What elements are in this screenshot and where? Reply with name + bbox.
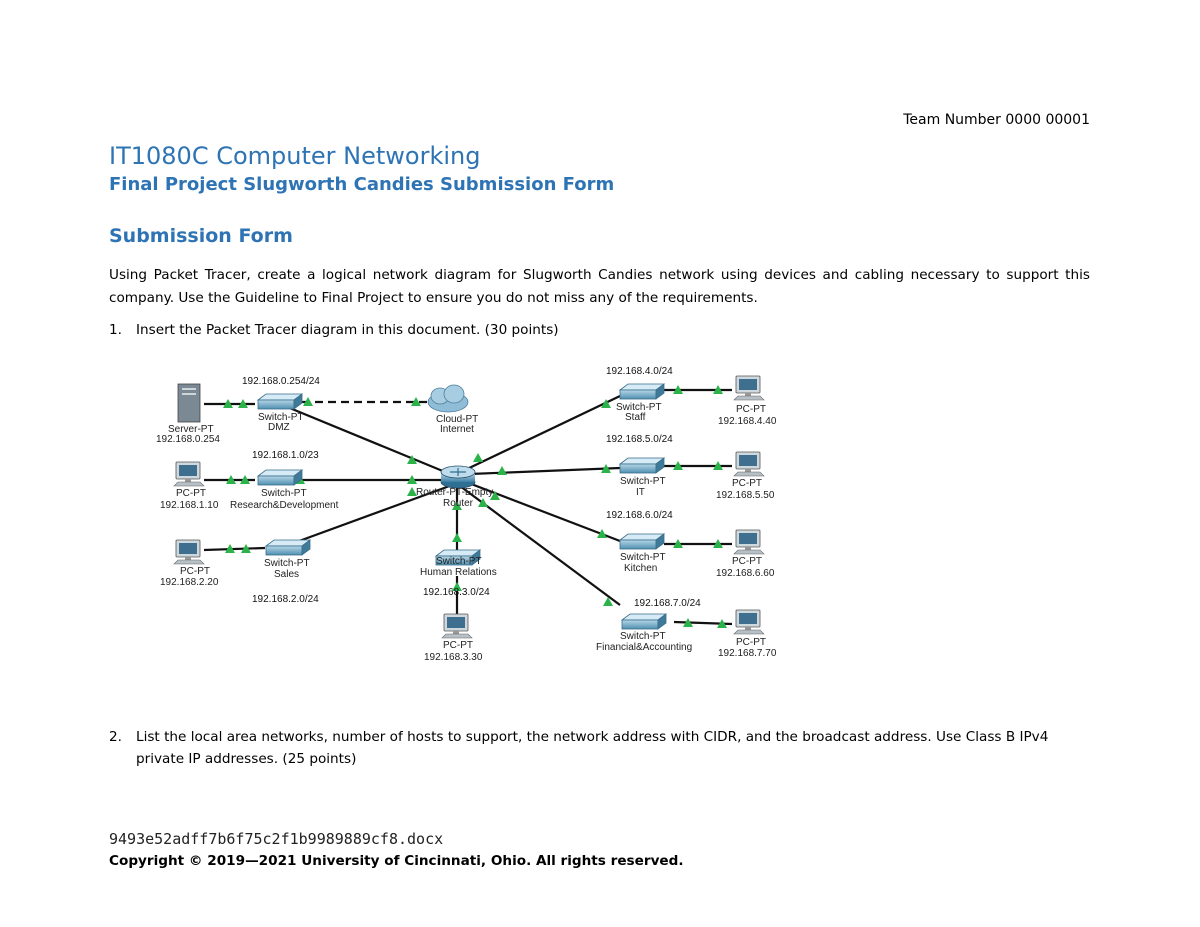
pc-rd-icon	[173, 461, 205, 487]
pc-kitchen-ip: 192.168.6.60	[716, 568, 775, 579]
router-icon	[440, 465, 476, 489]
server-icon	[177, 383, 201, 423]
list-item-number: 1.	[109, 322, 122, 338]
switch-rd-label: Research&Development	[230, 500, 339, 511]
pc-sales-type: PC-PT	[180, 566, 210, 577]
switch-hr-label: Human Relations	[420, 567, 497, 578]
cloud-label: Internet	[440, 424, 474, 435]
switch-it-icon	[619, 457, 665, 474]
switch-rd-icon	[257, 469, 303, 486]
cloud-icon	[427, 384, 469, 413]
server-ip: 192.168.0.254	[156, 434, 220, 445]
switch-fin-type: Switch-PT	[620, 631, 666, 642]
pc-it-ip: 192.168.5.50	[716, 490, 775, 501]
list-item: 2. List the local area networks, number …	[109, 726, 1089, 772]
switch-dmz-icon	[257, 393, 303, 410]
switch-staff-type: Switch-PT	[616, 402, 662, 413]
switch-kitchen-type: Switch-PT	[620, 552, 666, 563]
list-item: 1. Insert the Packet Tracer diagram in t…	[109, 319, 1089, 343]
document-filename: 9493e52adff7b6f75c2f1b9989889cf8.docx	[109, 830, 444, 848]
network-staff: 192.168.4.0/24	[606, 366, 673, 377]
switch-dmz-label: DMZ	[268, 422, 290, 433]
router-name: Router-PT-Empty	[416, 487, 493, 498]
pc-hr-icon	[441, 613, 473, 639]
intro-paragraph: Using Packet Tracer, create a logical ne…	[109, 267, 1090, 306]
switch-kitchen-icon	[619, 533, 665, 550]
server-type: Server-PT	[168, 424, 214, 435]
network-rd: 192.168.1.0/23	[252, 450, 319, 461]
switch-sales-type: Switch-PT	[264, 558, 310, 569]
pc-staff-icon	[733, 375, 765, 401]
list-item-text: List the local area networks, number of …	[136, 729, 1049, 767]
switch-kitchen-label: Kitchen	[624, 563, 657, 574]
pc-sales-ip: 192.168.2.20	[160, 577, 219, 588]
pc-sales-icon	[173, 539, 205, 565]
pc-rd-ip: 192.168.1.10	[160, 500, 219, 511]
router-label: Router	[443, 498, 474, 509]
pc-fin-ip: 192.168.7.70	[718, 648, 777, 659]
pc-rd-type: PC-PT	[176, 488, 206, 499]
project-title: Final Project Slugworth Candies Submissi…	[109, 174, 615, 195]
team-number: Team Number 0000 00001	[903, 112, 1090, 128]
section-heading: Submission Form	[109, 225, 293, 247]
switch-it-type: Switch-PT	[620, 476, 666, 487]
switch-it-label: IT	[636, 487, 645, 498]
network-diagram: Server-PT 192.168.0.254 Switch-PT DMZ 19…	[156, 366, 777, 663]
network-hr: 192.168.3.0/24	[423, 587, 490, 598]
pc-staff-ip: 192.168.4.40	[718, 416, 777, 427]
network-it: 192.168.5.0/24	[606, 434, 673, 445]
switch-staff-icon	[619, 383, 665, 400]
pc-kitchen-type: PC-PT	[732, 556, 762, 567]
switch-rd-type: Switch-PT	[261, 488, 307, 499]
network-dmz: 192.168.0.254/24	[242, 376, 320, 387]
switch-fin-label: Financial&Accounting	[596, 642, 692, 653]
pc-staff-type: PC-PT	[736, 404, 766, 415]
pc-hr-ip: 192.168.3.30	[424, 652, 483, 663]
list-item-number: 2.	[109, 729, 122, 745]
cloud-type: Cloud-PT	[436, 414, 478, 425]
copyright: Copyright © 2019—2021 University of Cinc…	[109, 853, 684, 869]
pc-hr-type: PC-PT	[443, 640, 473, 651]
switch-sales-icon	[265, 539, 311, 556]
pc-fin-type: PC-PT	[736, 637, 766, 648]
pc-kitchen-icon	[733, 529, 765, 555]
list-item-text: Insert the Packet Tracer diagram in this…	[136, 322, 559, 338]
pc-it-type: PC-PT	[732, 478, 762, 489]
course-title: IT1080C Computer Networking	[109, 142, 481, 170]
switch-hr-type: Switch-PT	[436, 556, 482, 567]
pc-it-icon	[733, 451, 765, 477]
pc-fin-icon	[733, 609, 765, 635]
network-fin: 192.168.7.0/24	[634, 598, 701, 609]
network-sales: 192.168.2.0/24	[252, 594, 319, 605]
switch-dmz-type: Switch-PT	[258, 412, 304, 423]
switch-sales-label: Sales	[274, 569, 299, 580]
switch-fin-icon	[621, 613, 667, 630]
network-kitchen: 192.168.6.0/24	[606, 510, 673, 521]
switch-staff-label: Staff	[625, 412, 646, 423]
